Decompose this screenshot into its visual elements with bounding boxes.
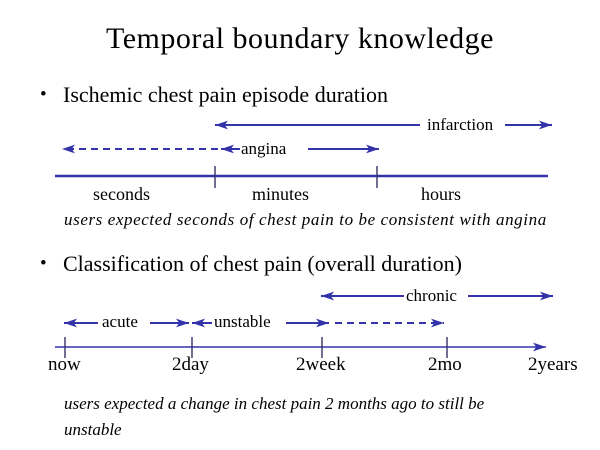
axis2-label-now: now [48,354,81,375]
bullet-classification: • Classification of chest pain (overall d… [40,251,462,277]
chronic-label: chronic [406,286,457,305]
axis2-label-2day: 2day [172,354,209,375]
bullet-icon: • [40,253,47,274]
timeline1-annotation: users expected seconds of chest pain to … [64,210,547,229]
axis2-label-2mo: 2mo [428,354,462,375]
bullet-ischemic-text: Ischemic chest pain episode duration [63,82,389,107]
axis1-label-minutes: minutes [252,184,309,204]
bullet-icon: • [40,84,47,105]
bullet-ischemic-duration: • Ischemic chest pain episode duration [40,82,388,108]
axis1-label-hours: hours [421,184,461,204]
timeline2-arrows-svg [55,291,553,358]
bullet-classification-text: Classification of chest pain (overall du… [63,251,462,276]
axis2-label-2week: 2week [296,354,346,375]
timeline1-arrows-svg [55,120,552,188]
acute-label: acute [102,312,138,331]
timeline2-annotation: users expected a change in chest pain 2 … [64,391,524,443]
page-title: Temporal boundary knowledge [106,22,494,55]
timeline2-annotation-line2: unstable [64,420,122,439]
axis2-label-2years: 2years [528,354,578,375]
unstable-label: unstable [214,312,271,331]
axis1-label-seconds: seconds [93,184,150,204]
infarction-label: infarction [427,115,494,134]
angina-label: angina [241,139,287,158]
timeline2-annotation-line1: users expected a change in chest pain 2 … [64,394,485,413]
